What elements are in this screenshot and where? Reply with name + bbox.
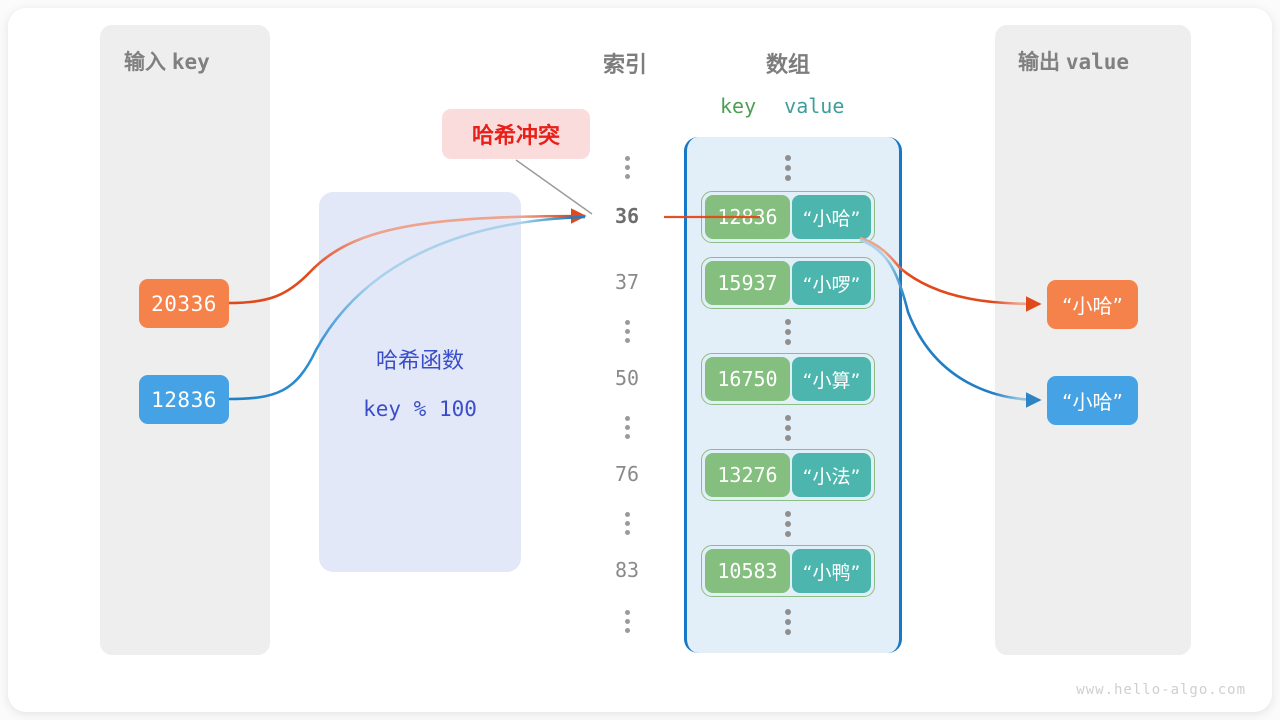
- row-value-cell: “小法”: [791, 453, 871, 497]
- watermark: www.hello-algo.com: [1076, 682, 1246, 698]
- index-label-76: 76: [614, 462, 640, 486]
- hash-function-box: 哈希函数 key % 100: [319, 192, 521, 572]
- row-value-cell: “小哈”: [791, 195, 871, 239]
- output-value-orange[interactable]: “小哈”: [1047, 280, 1138, 329]
- index-ellipsis: [592, 416, 662, 439]
- index-ellipsis: [592, 320, 662, 343]
- index-ellipsis: [592, 156, 662, 179]
- index-column-header: 索引: [602, 52, 647, 77]
- array-ellipsis: [758, 609, 818, 635]
- index-label-36: 36: [614, 204, 640, 228]
- input-panel-title-mono: key: [171, 50, 210, 74]
- row-key-cell: 15937: [705, 261, 790, 305]
- row-key-cell: 13276: [705, 453, 790, 497]
- index-ellipsis: [592, 610, 662, 633]
- output-panel: [995, 25, 1191, 655]
- table-row[interactable]: 13276“小法”: [701, 449, 875, 501]
- array-ellipsis: [758, 511, 818, 537]
- row-key-cell: 16750: [705, 357, 790, 401]
- row-value-cell: “小算”: [791, 357, 871, 401]
- row-value-cell: “小啰”: [791, 261, 871, 305]
- input-panel-title-cjk: 输入: [124, 51, 166, 74]
- table-row[interactable]: 16750“小算”: [701, 353, 875, 405]
- row-value-cell: “小鸭”: [791, 549, 871, 593]
- array-ellipsis: [758, 319, 818, 345]
- hash-function-title: 哈希函数: [375, 348, 464, 373]
- value-header-label: value: [784, 94, 845, 118]
- row-key-cell: 10583: [705, 549, 790, 593]
- index-ellipsis: [592, 512, 662, 535]
- array-ellipsis: [758, 415, 818, 441]
- input-panel: [100, 25, 270, 655]
- table-row[interactable]: 10583“小鸭”: [701, 545, 875, 597]
- output-value-blue[interactable]: “小哈”: [1047, 376, 1138, 425]
- input-key-20336[interactable]: 20336: [139, 279, 229, 328]
- input-key-12836[interactable]: 12836: [139, 375, 229, 424]
- output-panel-title-cjk: 输出: [1018, 51, 1060, 74]
- index-label-83: 83: [614, 558, 640, 582]
- hash-collision-label: 哈希冲突: [442, 109, 590, 159]
- index-label-37: 37: [614, 270, 640, 294]
- output-panel-title-mono: value: [1065, 50, 1130, 74]
- table-row[interactable]: 15937“小啰”: [701, 257, 875, 309]
- index-label-50: 50: [614, 366, 640, 390]
- input-panel-title: 输入 key: [124, 46, 210, 76]
- key-value-header: key value: [720, 94, 844, 118]
- array-column-header: 数组: [765, 52, 810, 77]
- hash-function-formula: key % 100: [363, 397, 477, 421]
- row-key-cell: 12836: [705, 195, 790, 239]
- array-ellipsis: [758, 155, 818, 181]
- key-header-label: key: [720, 94, 757, 118]
- table-row[interactable]: 12836“小哈”: [701, 191, 875, 243]
- output-panel-title: 输出 value: [1018, 46, 1129, 76]
